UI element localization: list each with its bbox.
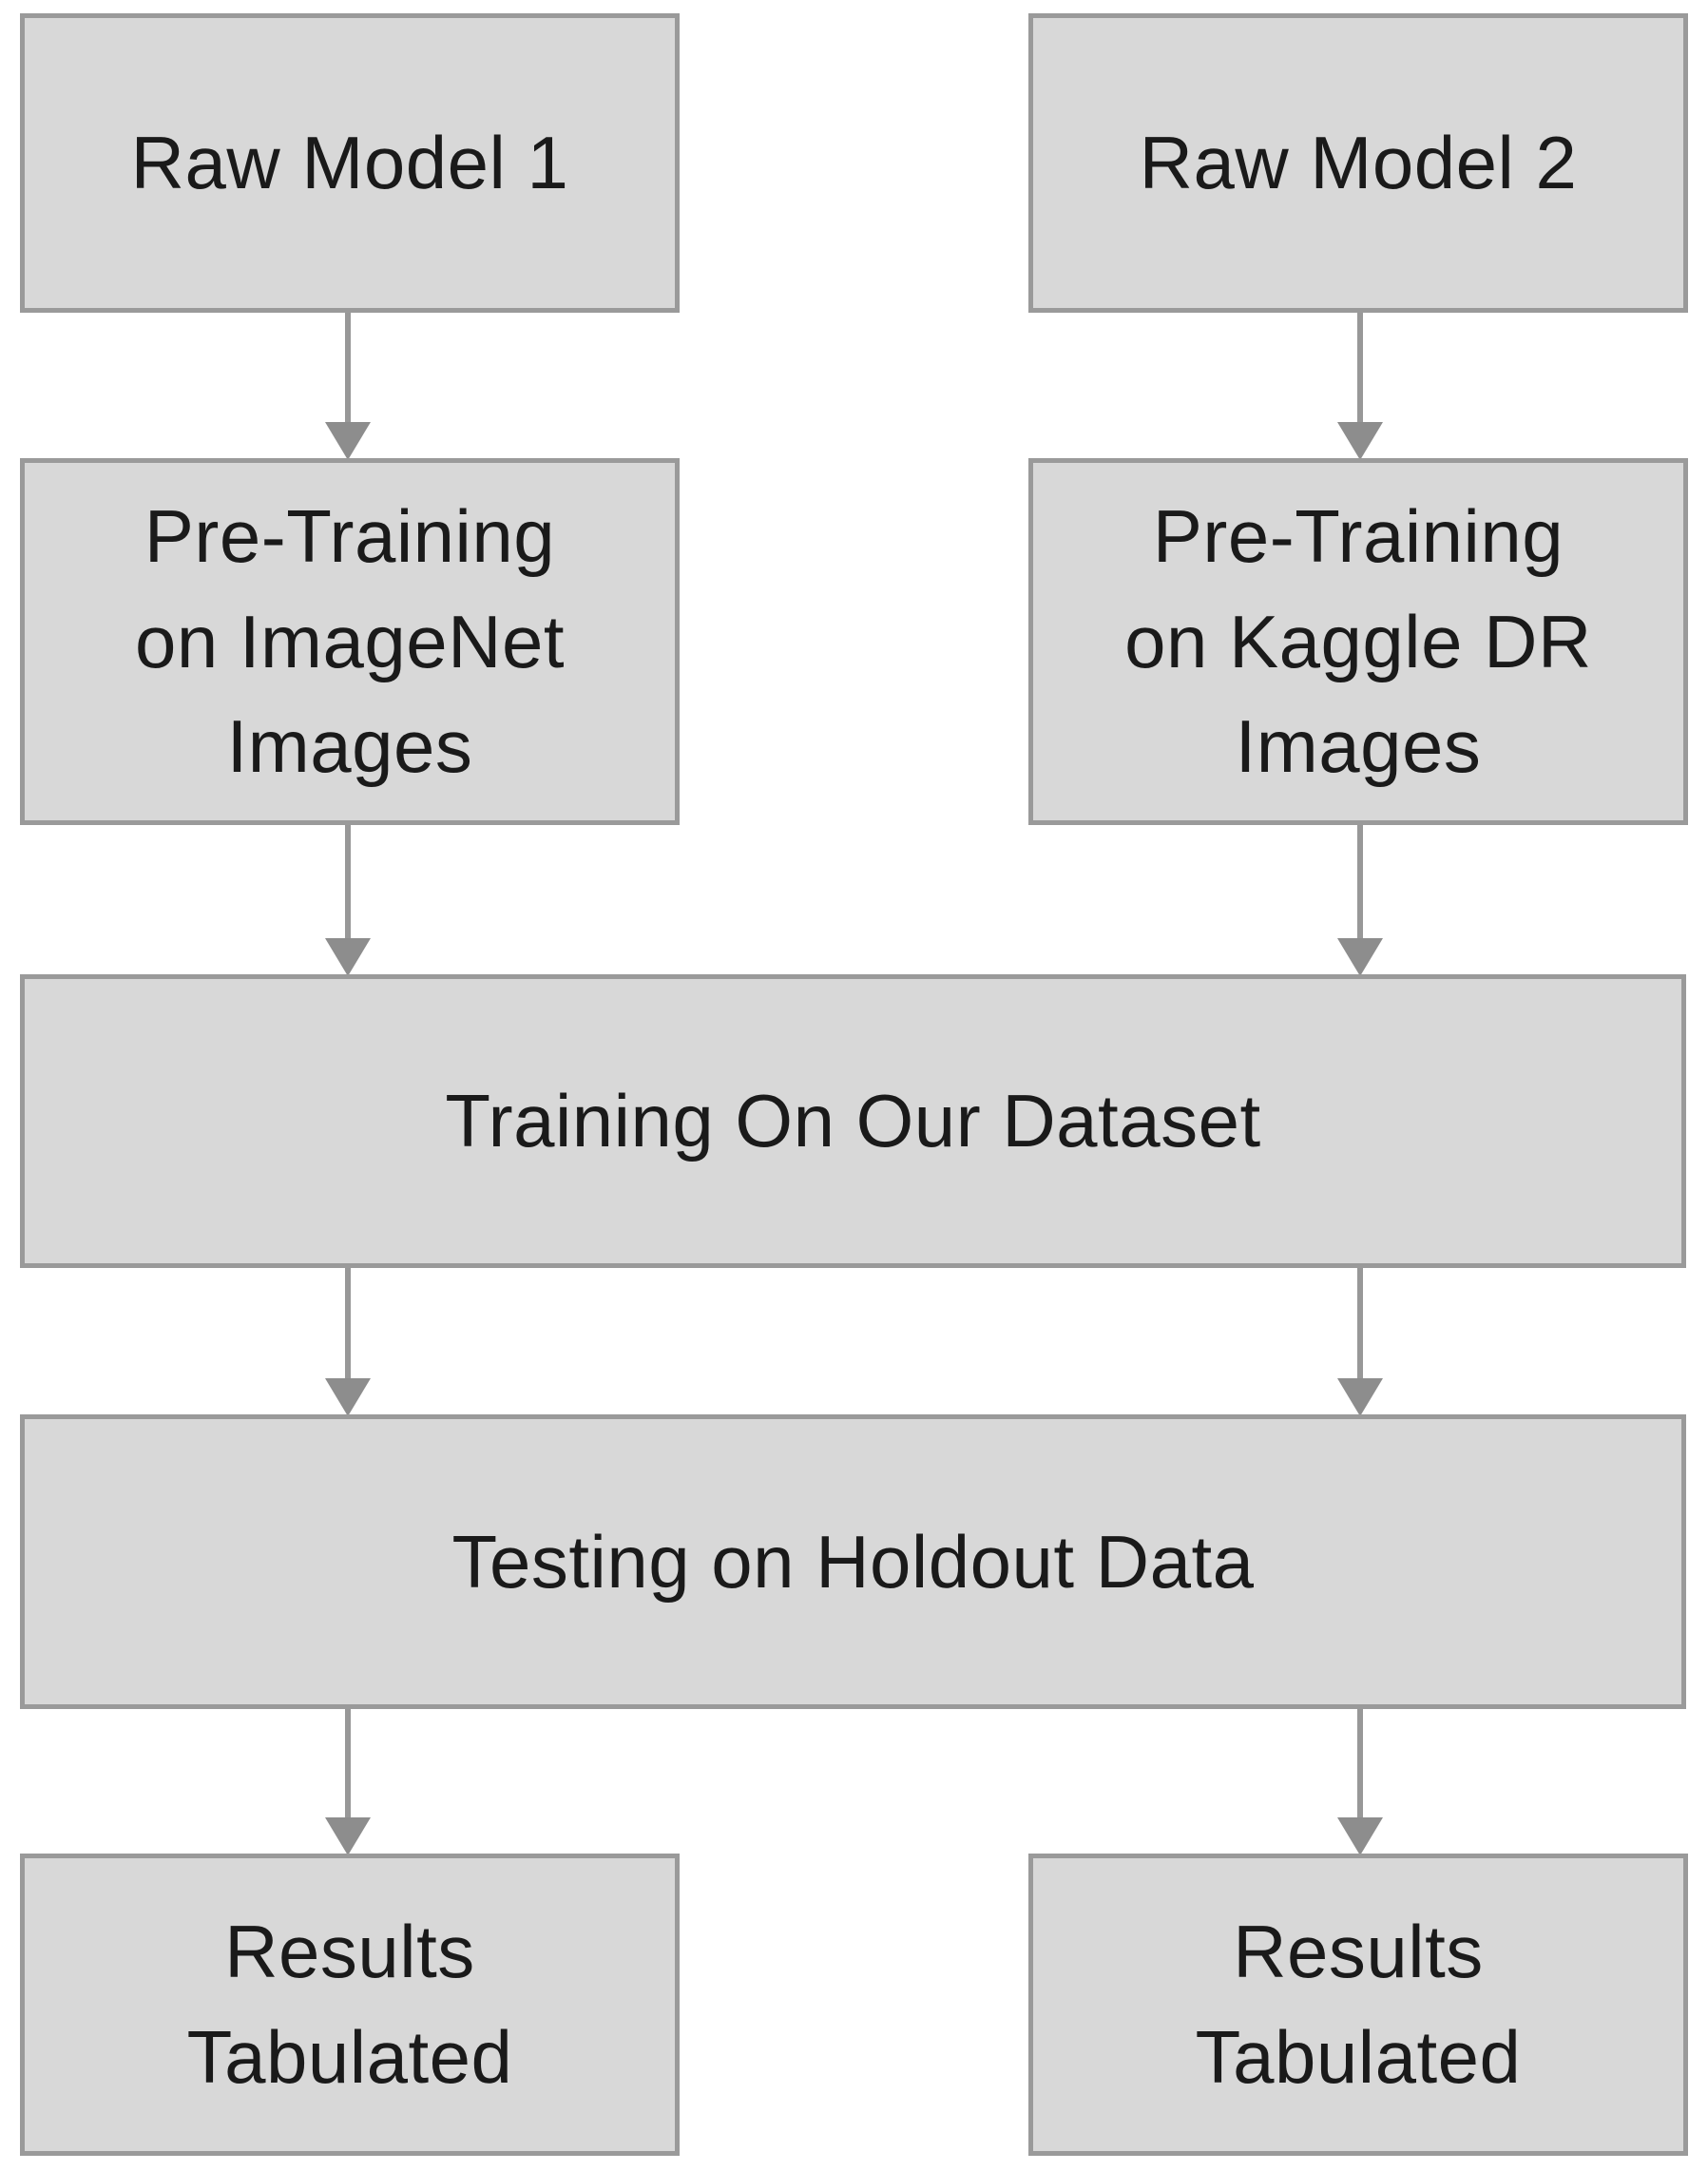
node-results-tabulated-left: Results Tabulated — [20, 1854, 680, 2156]
arrow-down-head-icon — [325, 422, 371, 460]
arrow-raw-model-1-to-pretrain-imagenet-icon — [325, 313, 371, 460]
node-pretrain-kaggle-line2: on Kaggle DR — [1124, 599, 1592, 683]
node-pretrain-kaggle-line1: Pre-Training — [1152, 493, 1564, 578]
node-pretrain-imagenet-line3: Images — [226, 704, 473, 789]
arrow-shaft — [345, 1268, 351, 1378]
arrow-down-head-icon — [1337, 1378, 1383, 1416]
arrow-shaft — [1357, 1268, 1363, 1378]
arrow-down-head-icon — [1337, 422, 1383, 460]
node-results-right-line1: Results — [1233, 1910, 1484, 1994]
node-raw-model-1-label: Raw Model 1 — [130, 121, 569, 205]
node-results-right-line2: Tabulated — [1195, 2015, 1522, 2099]
arrow-training-to-testing-right-icon — [1337, 1268, 1383, 1416]
node-training-dataset: Training On Our Dataset — [20, 974, 1686, 1268]
node-testing-holdout: Testing on Holdout Data — [20, 1414, 1686, 1709]
arrow-down-head-icon — [1337, 938, 1383, 976]
arrow-training-to-testing-left-icon — [325, 1268, 371, 1416]
arrow-testing-to-results-left-icon — [325, 1709, 371, 1855]
arrow-shaft — [1357, 825, 1363, 938]
arrow-shaft — [345, 313, 351, 422]
node-pretrain-kaggle-line3: Images — [1235, 704, 1482, 789]
arrow-shaft — [345, 1709, 351, 1817]
node-pretrain-imagenet-line1: Pre-Training — [144, 493, 556, 578]
node-raw-model-2-label: Raw Model 2 — [1139, 121, 1578, 205]
node-raw-model-2: Raw Model 2 — [1028, 13, 1688, 313]
arrow-testing-to-results-right-icon — [1337, 1709, 1383, 1855]
arrow-shaft — [345, 825, 351, 938]
arrow-down-head-icon — [325, 1817, 371, 1855]
node-raw-model-1: Raw Model 1 — [20, 13, 680, 313]
node-training-dataset-label: Training On Our Dataset — [445, 1079, 1261, 1163]
arrow-shaft — [1357, 313, 1363, 422]
arrow-shaft — [1357, 1709, 1363, 1817]
arrow-raw-model-2-to-pretrain-kaggle-icon — [1337, 313, 1383, 460]
node-results-left-line1: Results — [224, 1910, 475, 1994]
arrow-down-head-icon — [1337, 1817, 1383, 1855]
node-results-tabulated-right: Results Tabulated — [1028, 1854, 1688, 2156]
node-pretrain-kaggle-dr: Pre-Training on Kaggle DR Images — [1028, 458, 1688, 825]
node-pretrain-imagenet-line2: on ImageNet — [134, 599, 566, 683]
arrow-down-head-icon — [325, 1378, 371, 1416]
node-testing-holdout-label: Testing on Holdout Data — [451, 1519, 1255, 1604]
arrow-pretrain-kaggle-to-training-icon — [1337, 825, 1383, 976]
arrow-down-head-icon — [325, 938, 371, 976]
node-results-left-line2: Tabulated — [186, 2015, 513, 2099]
node-pretrain-imagenet: Pre-Training on ImageNet Images — [20, 458, 680, 825]
arrow-pretrain-imagenet-to-training-icon — [325, 825, 371, 976]
